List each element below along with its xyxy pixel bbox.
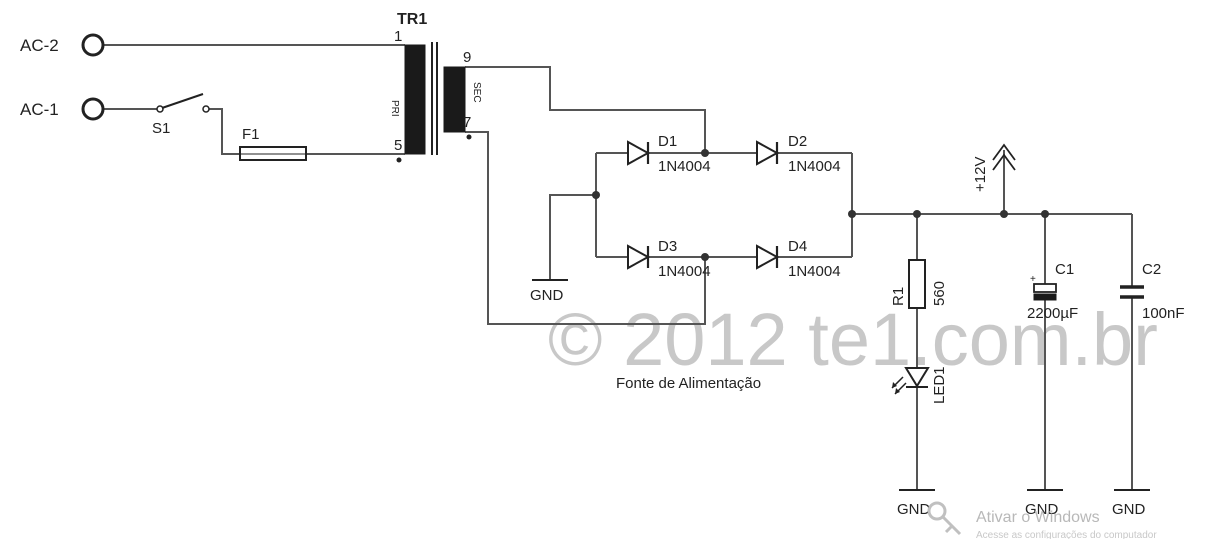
terminal-ac2: AC-2 xyxy=(20,33,105,57)
diode-d3-ref: D3 xyxy=(658,238,677,255)
diode-d1-part: 1N4004 xyxy=(658,158,711,175)
diode-d4-ref: D4 xyxy=(788,238,807,255)
transformer-primary-label: PRI xyxy=(389,100,400,117)
switch-s1-ref: S1 xyxy=(152,120,170,137)
resistor-r1-ref: R1 xyxy=(890,287,907,306)
switch-s1: S1 xyxy=(152,93,210,137)
ground-c2-label: GND xyxy=(1112,501,1146,518)
diode-d3: D3 1N4004 xyxy=(627,238,711,280)
windows-notice-subtitle: Acesse as configurações do computador xyxy=(976,530,1157,539)
pin-5-label: 5 xyxy=(394,137,402,154)
ground-c1: GND xyxy=(1025,489,1063,518)
capacitor-c2-value: 100nF xyxy=(1142,305,1185,322)
ground-bridge-label: GND xyxy=(530,287,564,304)
ground-c2: GND xyxy=(1112,489,1150,518)
junctions xyxy=(592,149,1049,261)
diode-d4: D4 1N4004 xyxy=(756,238,841,280)
capacitor-c1-value: 2200µF xyxy=(1027,305,1078,322)
terminal-ac2-label: AC-2 xyxy=(20,36,59,55)
primary-polarity-dot xyxy=(396,157,402,163)
diode-d2: D2 1N4004 xyxy=(756,133,841,175)
secondary-polarity-dot xyxy=(466,134,472,140)
diode-d2-ref: D2 xyxy=(788,133,807,150)
terminal-ac1-label: AC-1 xyxy=(20,100,59,119)
diode-d2-part: 1N4004 xyxy=(788,158,841,175)
wires xyxy=(103,44,1133,490)
ground-c1-label: GND xyxy=(1025,501,1059,518)
windows-activation-notice: Ativar o Windows Acesse as configurações… xyxy=(927,501,1157,539)
ground-led: GND xyxy=(897,489,935,518)
supply-12v: +12V xyxy=(972,143,1016,192)
diode-d4-part: 1N4004 xyxy=(788,263,841,280)
diode-d1: D1 1N4004 xyxy=(627,133,711,175)
fuse-f1-ref: F1 xyxy=(242,126,260,143)
fuse-f1: F1 xyxy=(239,126,307,161)
supply-12v-label: +12V xyxy=(972,157,989,192)
pin-9-label: 9 xyxy=(463,49,471,66)
diode-d1-ref: D1 xyxy=(658,133,677,150)
windows-notice-title: Ativar o Windows xyxy=(976,509,1100,526)
led-1: LED1 xyxy=(891,366,948,404)
key-icon xyxy=(927,501,962,536)
capacitor-c1-polarity: + xyxy=(1030,274,1036,285)
pin-7-label: 7 xyxy=(463,114,471,131)
ground-led-label: GND xyxy=(897,501,931,518)
resistor-r1: R1 560 xyxy=(890,259,948,309)
watermark: © 2012 te1.com.br xyxy=(548,298,1158,381)
transformer-ref: TR1 xyxy=(397,11,427,28)
capacitor-c1: + C1 2200µF xyxy=(1027,261,1078,322)
terminal-ac1: AC-1 xyxy=(20,97,105,121)
transformer-secondary-label: SEC xyxy=(471,82,482,103)
transformer-tr1: TR1 PRI SEC 1 5 9 7 xyxy=(389,11,482,163)
ground-bridge: GND xyxy=(530,279,568,304)
pin-1-label: 1 xyxy=(394,28,402,45)
diagram-caption: Fonte de Alimentação xyxy=(616,375,761,392)
resistor-r1-value: 560 xyxy=(931,281,948,306)
led-1-ref: LED1 xyxy=(931,366,948,404)
capacitor-c2: C2 100nF xyxy=(1120,261,1185,322)
capacitor-c2-ref: C2 xyxy=(1142,261,1161,278)
diode-d3-part: 1N4004 xyxy=(658,263,711,280)
capacitor-c1-ref: C1 xyxy=(1055,261,1074,278)
